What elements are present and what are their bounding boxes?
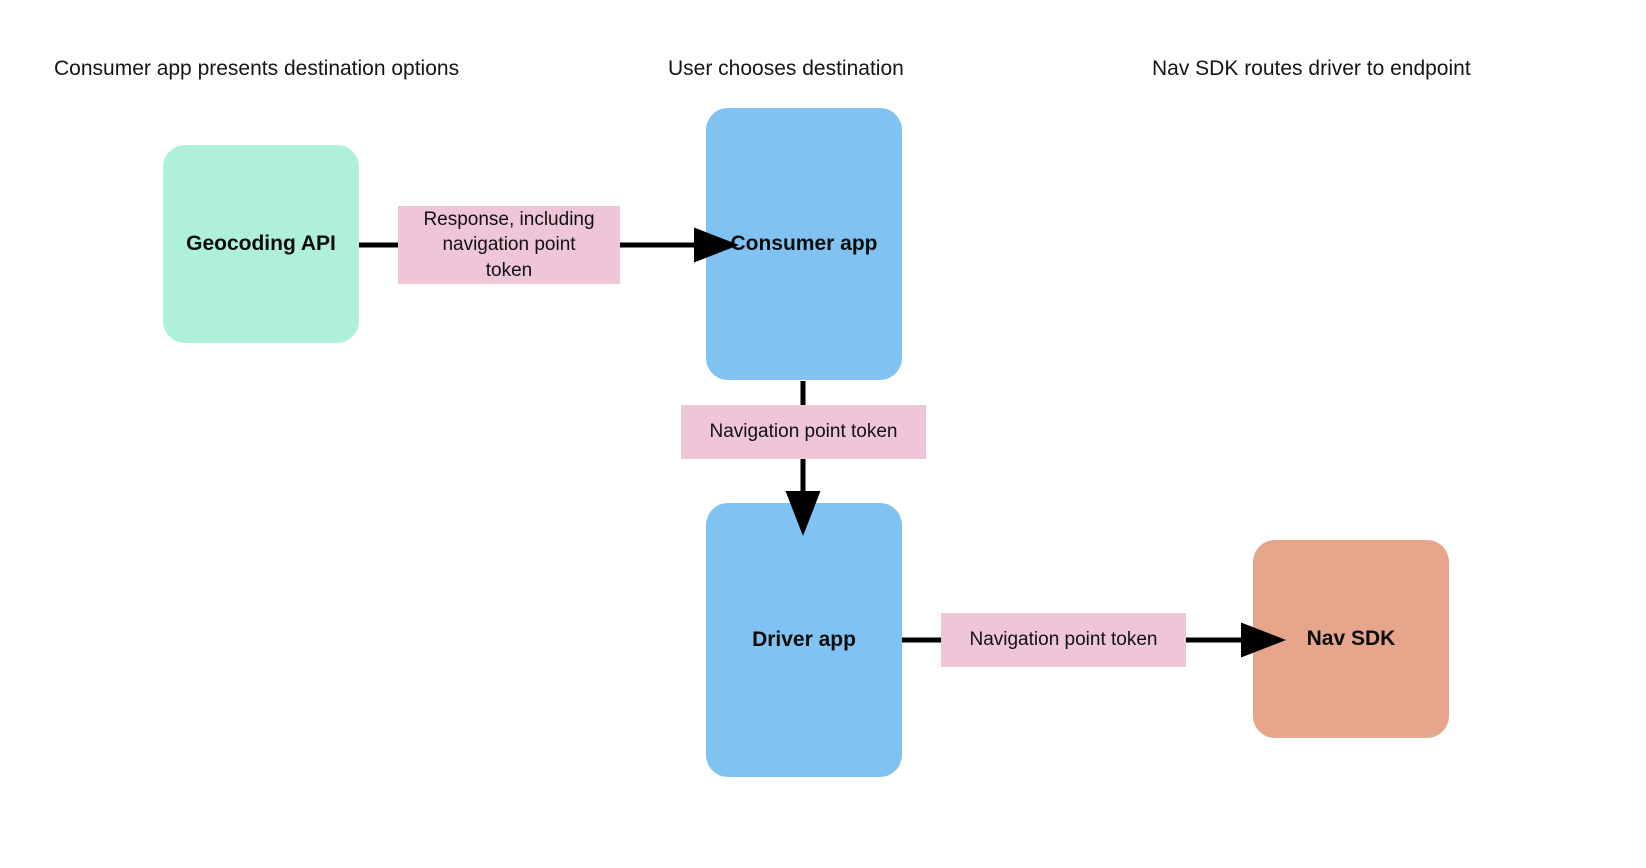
node-driver-app-label: Driver app <box>752 627 856 651</box>
edge-label-line-2: navigation point <box>442 234 576 256</box>
column-header-user-chooses-destination: User chooses destination <box>668 57 904 80</box>
edge-label-text: Response, including navigation point tok… <box>423 207 594 282</box>
edge-label-line-3: token <box>485 259 533 281</box>
edge-label-line-1: Response, including <box>423 209 595 231</box>
node-geocoding-api[interactable]: Geocoding API <box>163 145 359 343</box>
node-nav-sdk[interactable]: Nav SDK <box>1253 540 1449 738</box>
edge-label-text: Navigation point token <box>969 629 1158 651</box>
node-consumer-app[interactable]: Consumer app <box>706 108 902 380</box>
edge-label-navigation-point-token-driver-to-navsdk: Navigation point token <box>941 613 1186 667</box>
node-nav-sdk-label: Nav SDK <box>1306 626 1396 650</box>
column-header-consumer-app-presents-destination-options: Consumer app presents destination option… <box>54 57 460 80</box>
column-header-nav-sdk-routes-driver-to-endpoint: Nav SDK routes driver to endpoint <box>1152 57 1471 80</box>
edge-label-text: Navigation point token <box>709 421 898 443</box>
node-driver-app[interactable]: Driver app <box>706 503 902 777</box>
node-geocoding-api-label: Geocoding API <box>186 231 336 255</box>
edge-label-response-including-navigation-point-token: Response, including navigation point tok… <box>398 206 620 284</box>
edge-label-navigation-point-token-consumer-to-driver: Navigation point token <box>681 405 926 459</box>
node-consumer-app-label: Consumer app <box>730 231 878 255</box>
